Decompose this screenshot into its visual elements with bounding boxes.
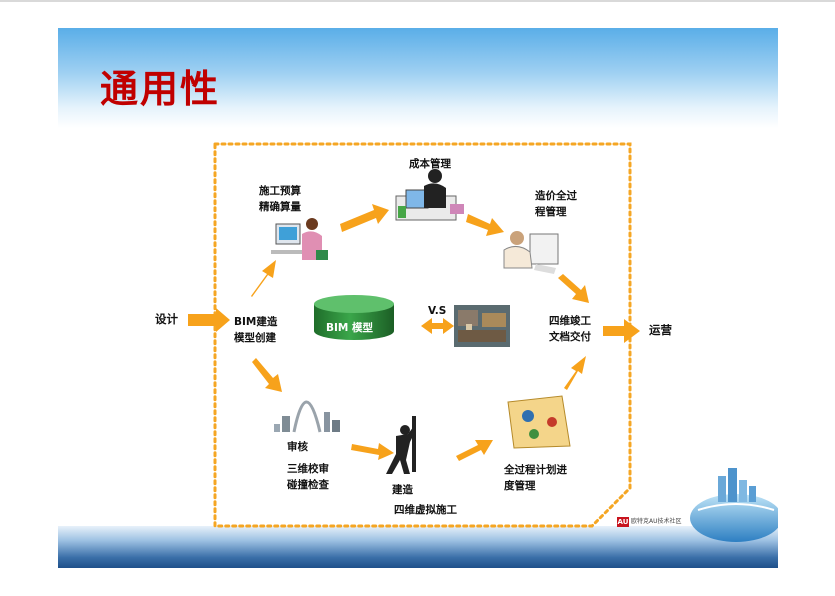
label-vs: V.S (428, 305, 447, 317)
label-virtual-construction: 四维虚拟施工 (394, 504, 457, 516)
construction-site-photo (454, 305, 510, 347)
arrow-build-to-progress (456, 440, 493, 461)
globe-city-icon (690, 468, 778, 542)
builder-icon (386, 416, 416, 474)
slide-title: 通用性 (100, 67, 221, 111)
label-bim-build: BIM建造 模型创建 (234, 316, 278, 344)
label-cost-whole-process: 造价全过 程管理 (535, 190, 577, 218)
progress-plan-icon (507, 395, 571, 449)
label-completion-docs: 四维竣工 文档交付 (549, 315, 591, 343)
top-divider (0, 0, 835, 2)
dotted-boundary (213, 142, 632, 528)
review-skyline-icon (274, 400, 340, 433)
label-bim-model: BIM 模型 (326, 322, 374, 334)
arrow-review-to-build (351, 443, 394, 460)
label-operation: 运营 (649, 323, 672, 337)
label-construction-budget: 施工预算 精确算量 (259, 185, 301, 213)
bim-model-cylinder (314, 295, 394, 340)
arrow-bim-to-review (252, 358, 282, 392)
label-progress-management: 全过程计划进 度管理 (504, 464, 567, 492)
arrow-vs-left (421, 318, 454, 334)
arrow-progress-to-docs (564, 356, 586, 390)
arrow-design-to-bim (188, 308, 230, 332)
slide: 通用性 (58, 28, 778, 568)
footer-band (58, 526, 778, 568)
label-cost-management: 成本管理 (409, 158, 451, 170)
workflow-diagram (188, 142, 778, 542)
label-review: 审核 三维校审 碰撞检查 (287, 441, 329, 491)
arrow-cost-to-costprocess (466, 214, 504, 236)
arrow-budget-to-cost (340, 204, 389, 232)
label-build: 建造 (392, 484, 413, 496)
budget-worker-icon (271, 218, 328, 260)
cost-manager-icon (395, 169, 464, 221)
cost-process-icon (503, 231, 559, 274)
arrow-costprocess-to-docs (558, 274, 589, 303)
header-band (58, 28, 778, 128)
au-logo: AU (617, 517, 629, 527)
au-community-text: 欧特克AU技术社区 (631, 518, 682, 525)
arrow-docs-to-operation (603, 319, 640, 343)
label-design: 设计 (155, 312, 178, 326)
arrow-bim-to-budget (251, 260, 276, 297)
